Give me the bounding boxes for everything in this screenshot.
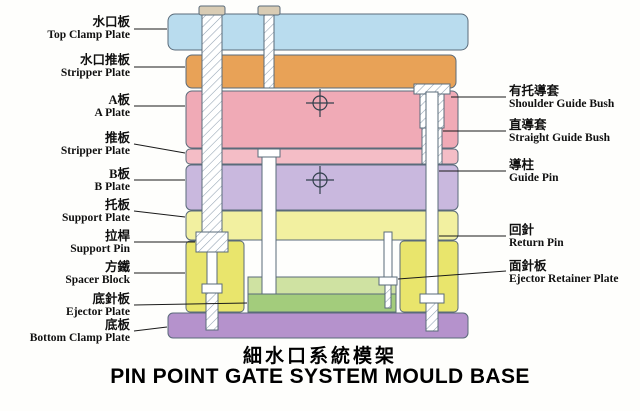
bottom-clamp-plate-shape <box>167 312 469 339</box>
label-straight-guide-bush: 直導套 Straight Guide Bush <box>509 118 639 145</box>
top-clamp-plate-shape <box>167 13 469 51</box>
label-en: Stripper Plate <box>60 67 130 79</box>
label-zh: 底板 <box>104 318 130 332</box>
label-en: Ejector Plate <box>66 306 130 318</box>
label-en: Shoulder Guide Bush <box>509 98 615 110</box>
label-zh: 回針 <box>509 223 535 237</box>
label-ejector-plate: 底針板 Ejector Plate <box>2 292 130 319</box>
label-support-plate: 托板 Support Plate <box>2 198 130 225</box>
label-en: Guide Pin <box>509 172 559 184</box>
diagram-title-chinese: 細水口系統模架 <box>242 346 397 367</box>
label-top-clamp-plate: 水口板 Top Clamp Plate <box>2 15 130 42</box>
label-zh: 拉桿 <box>104 229 130 243</box>
label-shoulder-guide-bush: 有托導套 Shoulder Guide Bush <box>509 84 639 111</box>
label-en: B Plate <box>94 181 130 193</box>
label-en: Bottom Clamp Plate <box>29 332 130 344</box>
label-zh: 底針板 <box>92 292 130 306</box>
guide-bush-assembly-shape <box>413 83 451 332</box>
leader-lines-right <box>397 96 507 280</box>
label-en: Support Plate <box>61 212 130 224</box>
label-zh: 面針板 <box>509 259 547 273</box>
support-pin-shape <box>195 5 229 331</box>
label-zh: B板 <box>109 167 130 181</box>
label-zh: 導柱 <box>509 158 535 172</box>
a-plate-shape <box>185 90 459 149</box>
label-zh: 有托導套 <box>509 84 560 98</box>
ejector-plate-shape <box>247 293 397 313</box>
label-bottom-clamp-plate: 底板 Bottom Clamp Plate <box>2 318 130 345</box>
label-a-plate: A板 A Plate <box>2 93 130 120</box>
label-en: Support Pin <box>70 243 130 255</box>
label-en: Straight Guide Bush <box>509 132 610 144</box>
label-en: Return Pin <box>509 237 564 249</box>
label-guide-pin: 導柱 Guide Pin <box>509 158 639 185</box>
center-mark-upper <box>306 89 334 117</box>
label-spacer-block: 方鐵 Spacer Block <box>2 260 130 287</box>
label-en: Stripper Plate <box>60 145 130 157</box>
label-stripper-plate-upper: 水口推板 Stripper Plate <box>2 53 130 80</box>
stripper-bolt-shape <box>257 5 281 89</box>
stripper-plate-mid-shape <box>185 148 459 165</box>
label-en: Ejector Retainer Plate <box>509 273 619 285</box>
label-en: Top Clamp Plate <box>47 29 130 41</box>
label-stripper-plate-mid: 推板 Stripper Plate <box>2 131 130 158</box>
label-ejector-retainer-plate: 面針板 Ejector Retainer Plate <box>509 259 639 286</box>
leader-lines-left <box>133 28 248 332</box>
label-zh: 方鐵 <box>104 260 130 274</box>
label-return-pin: 回針 Return Pin <box>509 223 639 250</box>
return-pin-shape <box>378 231 398 309</box>
label-zh: 水口推板 <box>79 53 130 67</box>
label-en: Spacer Block <box>65 274 130 286</box>
label-zh: 推板 <box>104 131 130 145</box>
label-zh: 直導套 <box>509 118 547 132</box>
center-mark-lower <box>306 166 334 194</box>
label-zh: A板 <box>108 93 130 107</box>
label-support-pin: 拉桿 Support Pin <box>2 229 130 256</box>
label-en: A Plate <box>94 107 130 119</box>
diagram-title-english: PIN POINT GATE SYSTEM MOULD BASE <box>110 365 530 388</box>
b-plate-shape <box>185 164 459 211</box>
label-b-plate: B板 B Plate <box>2 167 130 194</box>
label-zh: 托板 <box>104 198 130 212</box>
center-pin-shape <box>257 148 281 295</box>
stripper-plate-upper-shape <box>185 54 457 89</box>
label-zh: 水口板 <box>92 15 130 29</box>
